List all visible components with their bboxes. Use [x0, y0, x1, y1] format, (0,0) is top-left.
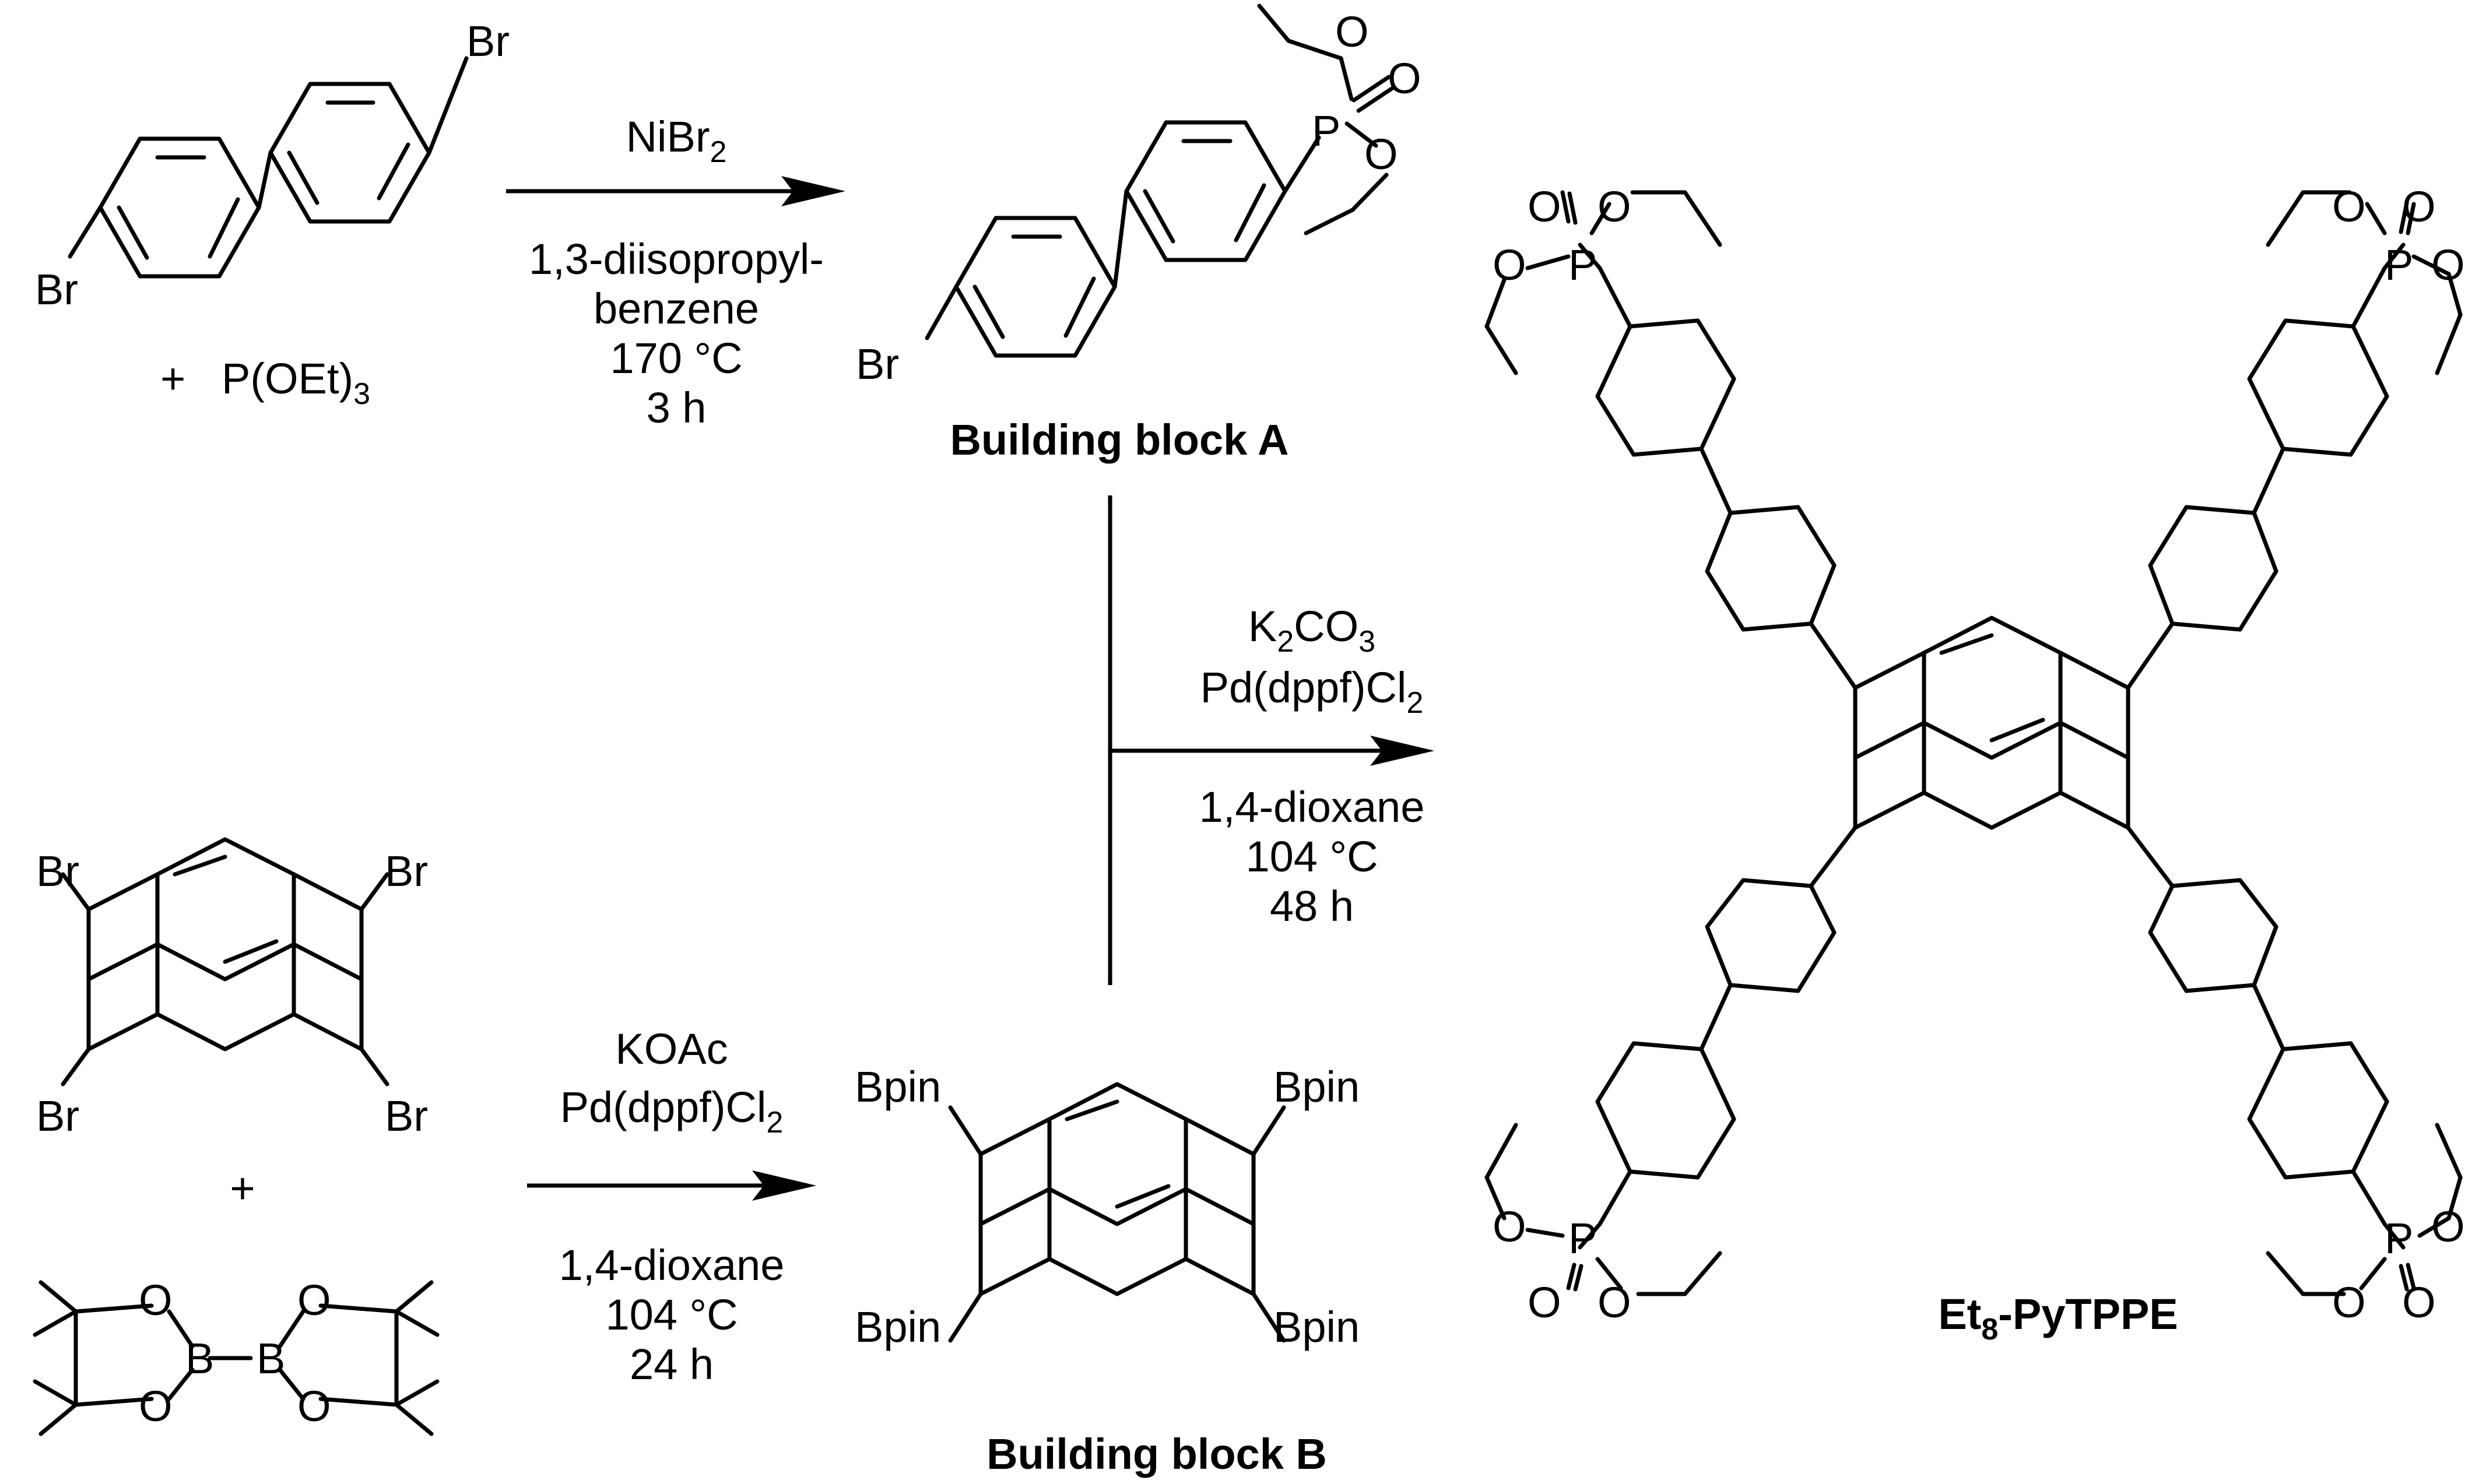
oxygen-label: O	[297, 1382, 331, 1430]
solvent-line-2: benzene	[594, 284, 759, 333]
reaction-arrow-2	[527, 1170, 816, 1201]
bpin-label: Bpin	[855, 1063, 941, 1111]
et8-pytppe-structure: P O O O P O O O	[1484, 182, 2465, 1327]
oxygen-label: O	[1364, 130, 1398, 178]
boron-label: B	[257, 1334, 285, 1383]
oxygen-label: O	[139, 1382, 173, 1430]
bromine-label: Br	[36, 847, 79, 895]
plus-sign: +	[160, 354, 185, 403]
oxygen-label: O	[1388, 54, 1421, 103]
solvent-label: 1,4-dioxane	[1199, 783, 1425, 831]
oxygen-label: O	[2431, 1202, 2465, 1251]
oxygen-label: O	[2402, 1278, 2436, 1327]
triethyl-phosphite-label: P(OEt)3	[222, 354, 370, 411]
base-label: K2CO3	[1248, 602, 1375, 659]
phosphorus-label: P	[1568, 1214, 1597, 1263]
plus-sign: +	[230, 1164, 255, 1212]
dibromobiphenyl-structure: Br Br	[35, 17, 510, 314]
bromine-label: Br	[466, 17, 510, 65]
oxygen-label: O	[1528, 182, 1561, 231]
oxygen-label: O	[2402, 182, 2436, 231]
solvent-line-1: 1,3-diisopropyl-	[529, 235, 824, 283]
phosphorus-label: P	[1312, 107, 1340, 155]
base-label: KOAc	[615, 1025, 728, 1073]
tetrabromopyrene-structure: Br Br Br Br	[36, 837, 428, 1140]
oxygen-label: O	[297, 1276, 331, 1324]
building-block-a-caption: Building block A	[950, 416, 1289, 464]
bpin-label: Bpin	[1273, 1063, 1360, 1111]
et8-pytppe-caption: Et8-PyTPPE	[1938, 1290, 2178, 1346]
building-block-a-structure: P O O O Br	[856, 3, 1421, 388]
oxygen-label: O	[1335, 8, 1369, 56]
bpin-label: Bpin	[855, 1303, 941, 1351]
phosphorus-label: P	[2385, 1214, 2413, 1263]
solvent-label: 1,4-dioxane	[559, 1241, 785, 1289]
palladium-catalyst-label: Pd(dppf)Cl2	[560, 1083, 784, 1140]
bis-pinacolato-diboron-structure: O O O O B B	[33, 1276, 440, 1436]
oxygen-label: O	[1493, 1202, 1526, 1251]
oxygen-label: O	[2332, 1278, 2366, 1327]
boron-label: B	[185, 1334, 214, 1383]
nickel-catalyst-label: NiBr2	[626, 112, 727, 169]
oxygen-label: O	[1598, 1278, 1631, 1327]
temperature-label: 104 °C	[1245, 832, 1378, 881]
oxygen-label: O	[1493, 241, 1526, 289]
reaction-arrow-3	[1108, 495, 1434, 985]
oxygen-label: O	[1528, 1278, 1561, 1327]
oxygen-label: O	[139, 1276, 173, 1324]
oxygen-label: O	[2332, 182, 2366, 231]
building-block-b-caption: Building block B	[987, 1430, 1327, 1478]
palladium-catalyst-label: Pd(dppf)Cl2	[1200, 663, 1424, 720]
bromine-label: Br	[856, 340, 899, 388]
bromine-label: Br	[385, 1092, 428, 1140]
building-block-b-structure: Bpin Bpin Bpin Bpin	[855, 1063, 1360, 1351]
phosphorus-label: P	[1568, 241, 1597, 289]
time-label: 48 h	[1270, 882, 1354, 930]
oxygen-label: O	[1598, 182, 1631, 231]
bromine-label: Br	[36, 1092, 79, 1140]
temperature-label: 104 °C	[605, 1290, 738, 1339]
bromine-label: Br	[35, 265, 78, 314]
time-label: 3 h	[647, 384, 707, 432]
reaction-arrow-1	[506, 176, 845, 206]
time-label: 24 h	[630, 1340, 714, 1388]
bromine-label: Br	[385, 847, 428, 895]
temperature-label: 170 °C	[610, 334, 742, 382]
oxygen-label: O	[2431, 241, 2465, 289]
phosphorus-label: P	[2385, 241, 2413, 289]
bpin-label: Bpin	[1273, 1303, 1360, 1351]
